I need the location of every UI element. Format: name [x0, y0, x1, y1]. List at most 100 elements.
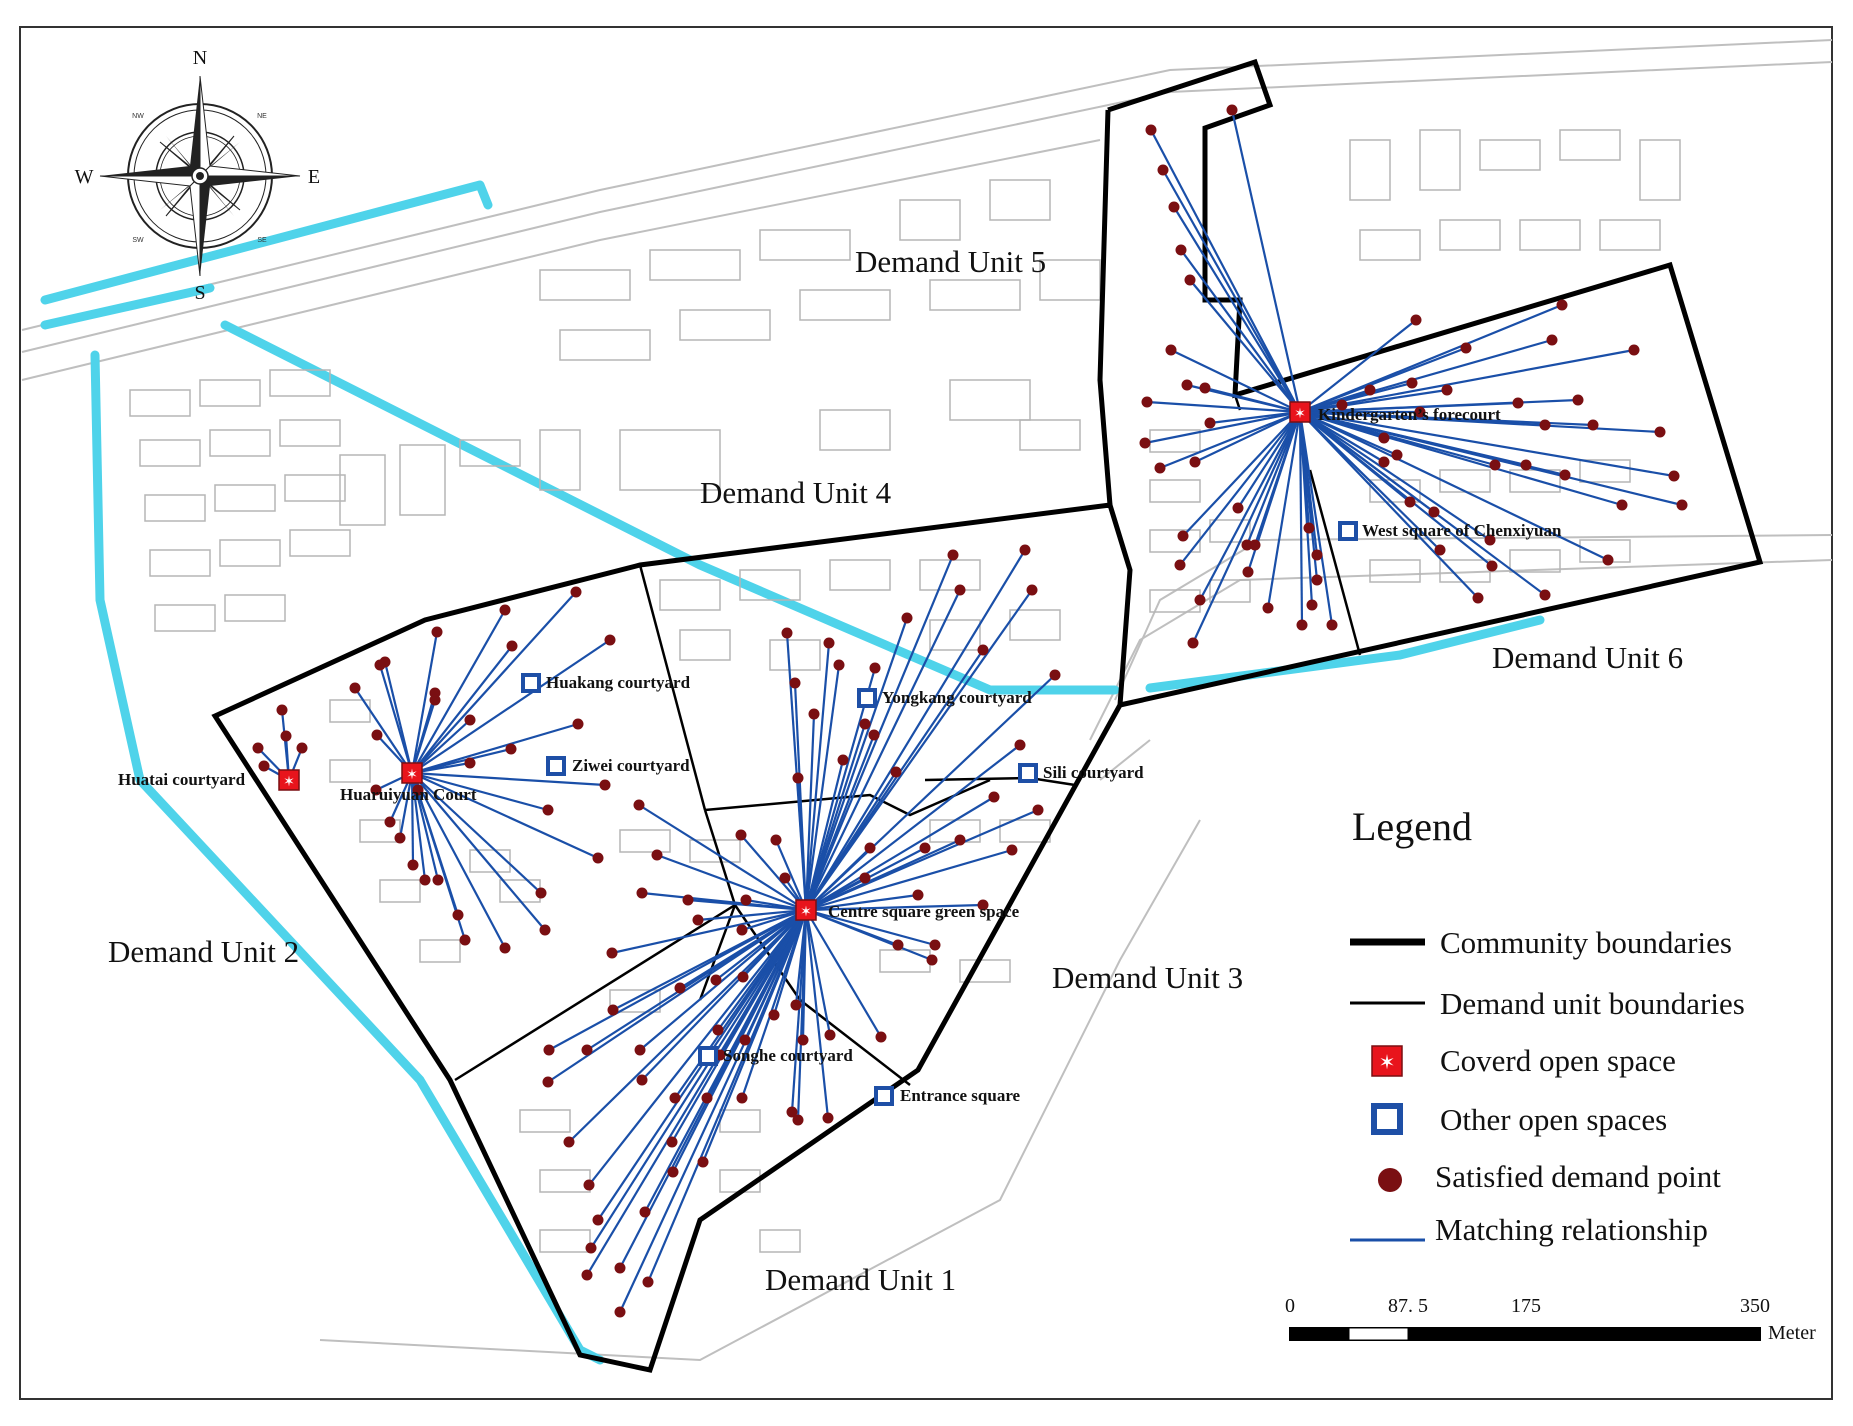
demand-point[interactable] [296, 742, 308, 754]
demand-point[interactable] [459, 934, 471, 946]
demand-point[interactable] [1434, 544, 1446, 556]
demand-point[interactable] [892, 939, 904, 951]
demand-point[interactable] [581, 1044, 593, 1056]
demand-point[interactable] [505, 743, 517, 755]
demand-point[interactable] [977, 899, 989, 911]
demand-point[interactable] [614, 1306, 626, 1318]
demand-point[interactable] [868, 729, 880, 741]
demand-point[interactable] [1520, 459, 1532, 471]
demand-point[interactable] [701, 1092, 713, 1104]
demand-point[interactable] [499, 604, 511, 616]
demand-point[interactable] [1184, 274, 1196, 286]
demand-point[interactable] [859, 718, 871, 730]
demand-point[interactable] [697, 1156, 709, 1168]
demand-point[interactable] [837, 754, 849, 766]
demand-point[interactable] [1177, 530, 1189, 542]
demand-point[interactable] [606, 947, 618, 959]
demand-point[interactable] [394, 832, 406, 844]
demand-point[interactable] [929, 939, 941, 951]
demand-point[interactable] [988, 791, 1000, 803]
demand-point[interactable] [712, 1024, 724, 1036]
demand-point[interactable] [370, 784, 382, 796]
demand-point[interactable] [585, 1242, 597, 1254]
demand-point[interactable] [1249, 539, 1261, 551]
demand-point[interactable] [1410, 314, 1422, 326]
demand-point[interactable] [607, 1004, 619, 1016]
demand-point[interactable] [452, 909, 464, 921]
demand-point[interactable] [636, 1074, 648, 1086]
demand-point[interactable] [1306, 599, 1318, 611]
demand-point[interactable] [890, 766, 902, 778]
demand-point[interactable] [1486, 560, 1498, 572]
demand-point[interactable] [1019, 544, 1031, 556]
demand-point[interactable] [674, 982, 686, 994]
demand-point[interactable] [258, 760, 270, 772]
demand-point[interactable] [1154, 462, 1166, 474]
other-space-west-square[interactable] [1338, 521, 1358, 541]
demand-point[interactable] [869, 662, 881, 674]
covered-space-huatai[interactable]: ✶ [278, 769, 300, 791]
demand-point[interactable] [1441, 384, 1453, 396]
demand-point[interactable] [1484, 534, 1496, 546]
demand-point[interactable] [583, 1179, 595, 1191]
demand-point[interactable] [1668, 470, 1680, 482]
demand-point[interactable] [808, 708, 820, 720]
demand-point[interactable] [1559, 469, 1571, 481]
demand-point[interactable] [542, 804, 554, 816]
demand-point[interactable] [1512, 397, 1524, 409]
demand-point[interactable] [1199, 382, 1211, 394]
covered-space-centre[interactable]: ✶ [795, 899, 817, 921]
demand-point[interactable] [669, 1092, 681, 1104]
demand-point[interactable] [432, 874, 444, 886]
demand-point[interactable] [1006, 844, 1018, 856]
demand-point[interactable] [797, 1034, 809, 1046]
demand-point[interactable] [1175, 244, 1187, 256]
demand-point[interactable] [1539, 589, 1551, 601]
demand-point[interactable] [542, 1076, 554, 1088]
demand-point[interactable] [1404, 496, 1416, 508]
demand-point[interactable] [349, 682, 361, 694]
demand-point[interactable] [1676, 499, 1688, 511]
demand-point[interactable] [792, 1114, 804, 1126]
demand-point[interactable] [1032, 804, 1044, 816]
demand-point[interactable] [1460, 342, 1472, 354]
demand-point[interactable] [1311, 549, 1323, 561]
demand-point[interactable] [374, 659, 386, 671]
demand-point[interactable] [1189, 456, 1201, 468]
demand-point[interactable] [419, 874, 431, 886]
demand-point[interactable] [1141, 396, 1153, 408]
demand-point[interactable] [1303, 522, 1315, 534]
demand-point[interactable] [667, 1166, 679, 1178]
demand-point[interactable] [768, 1009, 780, 1021]
demand-point[interactable] [1026, 584, 1038, 596]
demand-point[interactable] [735, 829, 747, 841]
demand-point[interactable] [539, 924, 551, 936]
demand-point[interactable] [1168, 201, 1180, 213]
demand-point[interactable] [1262, 602, 1274, 614]
demand-point[interactable] [614, 1262, 626, 1274]
demand-point[interactable] [1654, 426, 1666, 438]
demand-point[interactable] [1378, 432, 1390, 444]
demand-point[interactable] [1587, 419, 1599, 431]
demand-point[interactable] [1326, 619, 1338, 631]
demand-point[interactable] [1311, 574, 1323, 586]
demand-point[interactable] [572, 718, 584, 730]
demand-point[interactable] [1014, 739, 1026, 751]
demand-point[interactable] [736, 924, 748, 936]
demand-point[interactable] [1204, 417, 1216, 429]
covered-space-huaruiyuan[interactable]: ✶ [401, 762, 423, 784]
demand-point[interactable] [864, 842, 876, 854]
demand-point[interactable] [1556, 299, 1568, 311]
demand-point[interactable] [581, 1269, 593, 1281]
demand-point[interactable] [1157, 164, 1169, 176]
demand-point[interactable] [651, 849, 663, 861]
demand-point[interactable] [1414, 406, 1426, 418]
demand-point[interactable] [1232, 502, 1244, 514]
demand-point[interactable] [592, 1214, 604, 1226]
demand-point[interactable] [384, 816, 396, 828]
demand-point[interactable] [824, 1029, 836, 1041]
demand-point[interactable] [1616, 499, 1628, 511]
demand-point[interactable] [1049, 669, 1061, 681]
covered-space-kindergarten[interactable]: ✶ [1289, 401, 1311, 423]
demand-point[interactable] [429, 694, 441, 706]
